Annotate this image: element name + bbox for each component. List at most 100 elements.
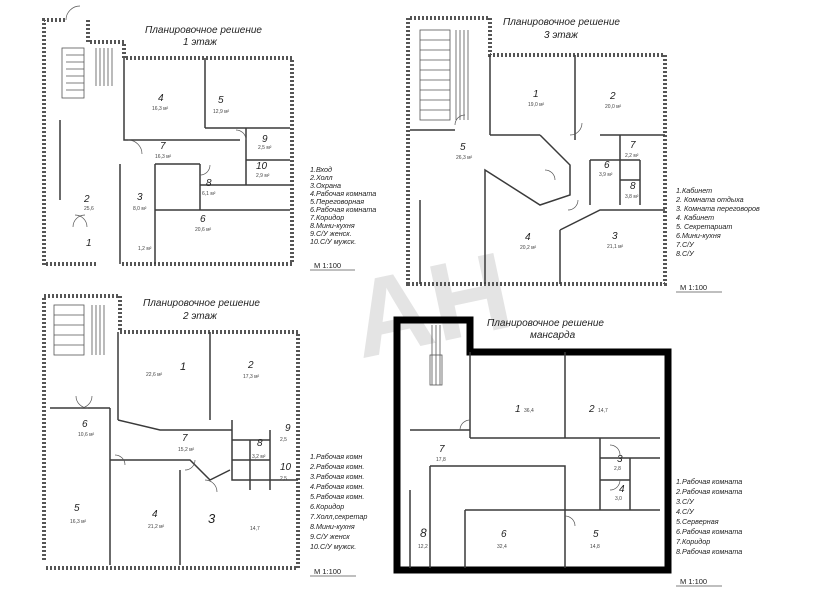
floor3-room-2-area: 20,0 м² — [605, 104, 622, 110]
legend-item: 7.Холл,секретар — [310, 512, 367, 521]
attic-room-8-num: 8 — [420, 526, 427, 540]
attic-room-2-num: 2 — [588, 404, 595, 415]
legend-item: 8.С/У — [676, 249, 695, 258]
floor3-room-8-num: 8 — [630, 181, 636, 192]
attic-room-7-area: 17,8 — [436, 457, 446, 463]
legend-item: 4.С/У — [676, 507, 695, 516]
floor2-room-2-num: 2 — [247, 360, 254, 371]
floor2-scale: М 1:100 — [314, 567, 341, 576]
floor1-subtitle: 1 этаж — [183, 37, 218, 48]
floor1-room-1-num: 1 — [86, 238, 92, 249]
floor1-room-3-area: 8,0 м² — [133, 206, 147, 212]
legend-item: 7.Коридор — [676, 537, 710, 546]
floor1-legend: 1.Вход 2.Холл 3.Охрана 4.Рабочая комната… — [309, 165, 376, 246]
floor1-plan: Планировочное решение 1 этаж 1 2 25,6 3 … — [42, 5, 376, 271]
floor2-stairs — [53, 304, 85, 356]
legend-item: 6.Коридор — [310, 502, 344, 511]
floor3-legend: 1.Кабинет 2. Комната отдыха 3. Комната п… — [675, 186, 760, 258]
floor3-room-5-num: 5 — [460, 142, 466, 153]
floor3-room-8-area: 3,8 м² — [625, 194, 639, 200]
floor1-room-8-num: 8 — [206, 178, 212, 189]
attic-room-1-num: 1 — [515, 404, 521, 415]
floor3-room-2-num: 2 — [609, 91, 616, 102]
floor2-room-8-num: 8 — [257, 438, 263, 449]
legend-item: 10.С/У мужск. — [310, 237, 356, 246]
floor1-extra-area: 1,2 м² — [138, 246, 152, 252]
attic-legend: 1.Рабочая комната 2.Рабочая комната 3.С/… — [675, 477, 742, 556]
floor2-doors — [75, 395, 218, 493]
legend-item: 1.Рабочая комн — [310, 452, 362, 461]
floor1-room-9-area: 2,5 м² — [258, 145, 272, 151]
floor2-partitions — [50, 332, 298, 565]
floor2-room-7-area: 15,2 м² — [178, 447, 195, 453]
floor2-room-10-num: 10 — [280, 462, 292, 473]
floor3-doors — [454, 114, 583, 211]
floor2-room-6-area: 10,6 м² — [78, 432, 95, 438]
attic-room-5-num: 5 — [593, 529, 599, 540]
floor3-room-4-num: 4 — [525, 232, 531, 243]
floor1-room-10-num: 10 — [256, 161, 268, 172]
attic-title: Планировочное решение — [487, 318, 604, 329]
floor1-room-7-num: 7 — [160, 141, 166, 152]
floor1-room-4-area: 16,3 м² — [152, 106, 169, 112]
floor2-room-5-area: 16,3 м² — [70, 519, 87, 525]
floor2-subtitle: 2 этаж — [182, 311, 218, 322]
legend-item: 3.Рабочая комн. — [310, 472, 364, 481]
floor2-stair-rail — [91, 305, 105, 355]
floor2-plan: Планировочное решение 2 этаж 1 22,6 м² 2… — [42, 294, 367, 577]
floor3-room-6-area: 3,9 м² — [599, 172, 613, 178]
legend-item: 7.Коридор — [310, 213, 344, 222]
floor2-room-9-num: 9 — [285, 423, 291, 434]
legend-item: 8.Мини-кухня — [310, 522, 355, 531]
attic-room-6-area: 32,4 — [497, 544, 507, 550]
floor2-legend: 1.Рабочая комн 2.Рабочая комн. 3.Рабочая… — [309, 452, 367, 551]
floor1-room-9-num: 9 — [262, 134, 268, 145]
legend-item: 1.Рабочая комната — [676, 477, 742, 486]
attic-room-4-num: 4 — [619, 484, 625, 495]
legend-item: 6.Мини-кухня — [676, 231, 721, 240]
legend-item: 7.С/У — [676, 240, 695, 249]
floor2-room-4-num: 4 — [152, 509, 158, 520]
floor1-scale: М 1:100 — [314, 261, 341, 270]
legend-item: 3.С/У — [676, 497, 695, 506]
floor1-room-4-num: 4 — [158, 93, 164, 104]
floor2-room-4-area: 21,2 м² — [148, 524, 165, 530]
attic-subtitle: мансарда — [530, 330, 576, 341]
floor3-room-3-area: 21,1 м² — [607, 244, 624, 250]
floor2-room-2-area: 17,3 м² — [243, 374, 260, 380]
floor3-room-6-num: 6 — [604, 160, 610, 171]
legend-item: 9.С/У женск. — [310, 229, 352, 238]
legend-item: 2.Рабочая комната — [675, 487, 742, 496]
legend-item: 5.Рабочая комн. — [310, 492, 364, 501]
floor1-doors — [72, 129, 247, 228]
floor1-room-6-area: 20,6 м² — [195, 227, 212, 233]
floor1-room-10-area: 2,9 м² — [256, 173, 270, 179]
floor1-partitions — [59, 58, 290, 264]
floor2-room-1-num: 1 — [180, 361, 186, 373]
legend-item: 2.Холл — [309, 173, 333, 182]
legend-item: 8.Рабочая комната — [676, 547, 742, 556]
floor2-room-3-num: 3 — [208, 511, 216, 526]
floor1-room-8-area: 6,1 м² — [202, 191, 216, 197]
floor2-room-5-num: 5 — [74, 503, 80, 514]
floor1-room-3-num: 3 — [137, 192, 143, 203]
floor3-stair-steps — [420, 39, 450, 111]
floor3-stair-rail — [455, 30, 469, 120]
floor1-room-5-num: 5 — [218, 95, 224, 106]
legend-item: 5.Переговорная — [310, 197, 364, 206]
legend-item: 4. Кабинет — [676, 213, 714, 222]
floor3-partitions — [410, 55, 665, 284]
legend-item: 3.Охрана — [310, 181, 341, 190]
legend-item: 4.Рабочая комната — [310, 189, 376, 198]
legend-item: 9.С/У женск — [310, 532, 350, 541]
floor3-room-5-area: 26,3 м² — [456, 155, 473, 161]
attic-room-3-num: 3 — [617, 454, 623, 465]
legend-item: 6.Рабочая комната — [310, 205, 376, 214]
attic-partitions — [409, 352, 660, 568]
attic-doors — [459, 419, 621, 527]
attic-room-8-area: 12,2 — [418, 544, 428, 550]
floor1-entry-door — [65, 5, 81, 21]
floor1-stairs — [61, 47, 85, 99]
legend-item: 2. Комната отдыха — [675, 195, 744, 204]
floor1-room-5-area: 12,9 м² — [213, 109, 230, 115]
